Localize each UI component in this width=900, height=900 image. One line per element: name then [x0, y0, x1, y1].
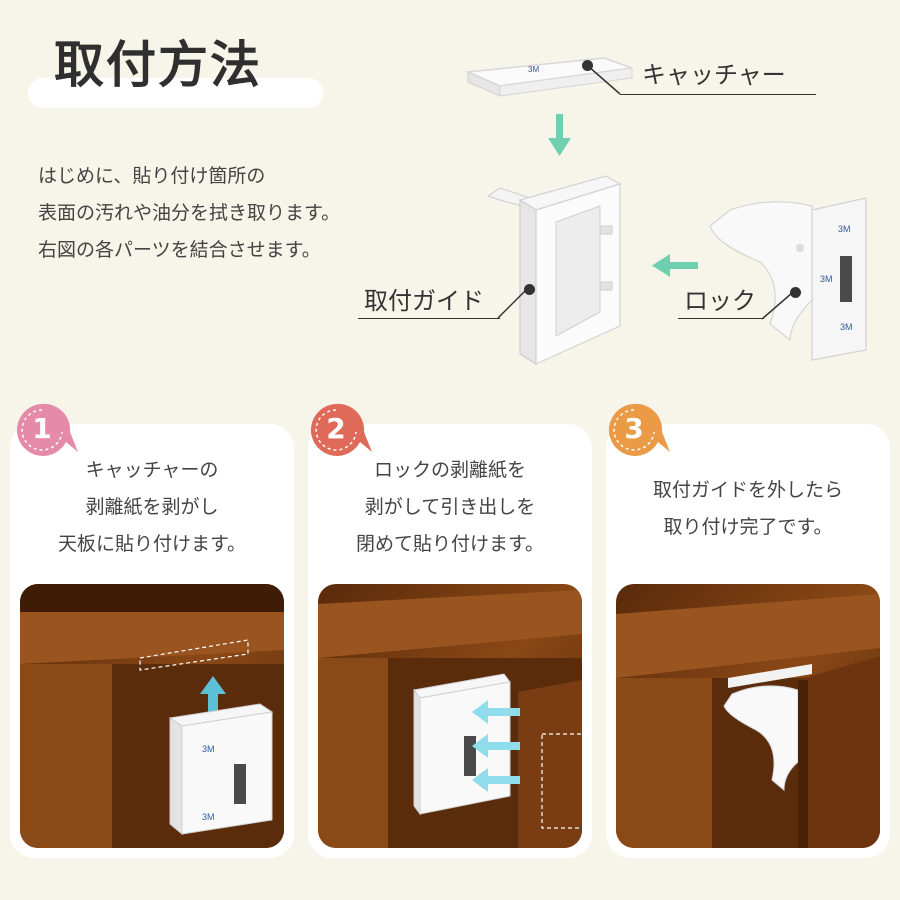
step-card-1: キャッチャーの 剥離紙を剥がし 天板に貼り付けます。 3M 3M — [10, 424, 294, 858]
intro-line: 右図の各パーツを結合させます。 — [38, 239, 321, 261]
step-1-line: 剥離紙を剥がし — [85, 496, 219, 518]
tape-3m-mark: 3M — [528, 65, 539, 74]
intro-text: はじめに、貼り付け箇所の 表面の汚れや油分を拭き取ります。 右図の各パーツを結合… — [38, 158, 340, 269]
guide-leader-dot — [524, 284, 535, 295]
step-3-photo — [616, 584, 880, 848]
lock-part: 3M 3M 3M — [709, 197, 867, 361]
intro-line: 表面の汚れや油分を拭き取ります。 — [38, 202, 341, 224]
lock-leader-dot — [790, 287, 801, 298]
catcher-leader-line — [620, 94, 816, 95]
step-1-photo: 3M 3M — [20, 584, 284, 848]
step-3-line: 取付ガイドを外したら — [652, 479, 843, 501]
guide-label: 取付ガイド — [364, 287, 484, 315]
lock-label: ロック — [684, 287, 756, 315]
step-badge-3: 3 — [604, 402, 674, 458]
page-title: 取付方法 — [54, 36, 262, 94]
step-card-3: 取付ガイドを外したら 取り付け完了です。 — [606, 424, 890, 858]
catcher-leader-dot — [582, 60, 593, 71]
lock-leader-elbow — [761, 292, 793, 320]
step-number: 1 — [32, 412, 52, 445]
step-2-line: ロックの剥離紙を — [373, 459, 526, 481]
catcher-label: キャッチャー — [642, 61, 786, 89]
arrow-down-icon — [548, 114, 571, 156]
step-3-text: 取付ガイドを外したら 取り付け完了です。 — [606, 472, 890, 546]
step-2-text: ロックの剥離紙を 剥がして引き出しを 閉めて貼り付けます。 — [308, 452, 592, 563]
parts-diagram: 3M 3M 3M 3M — [465, 57, 867, 366]
tape-3m-mark: 3M — [838, 224, 851, 234]
step-badge-1: 1 — [12, 402, 82, 458]
step-number: 3 — [624, 412, 644, 445]
step-1-line: キャッチャーの — [85, 459, 219, 481]
tape-3m-mark: 3M — [202, 744, 215, 754]
mounting-guide-part — [486, 175, 622, 366]
step-2-line: 剥がして引き出しを — [364, 496, 536, 518]
step-2-photo — [318, 584, 582, 848]
guide-leader-line — [358, 318, 500, 319]
arrow-left-icon — [652, 254, 698, 277]
guide-leader-elbow — [497, 289, 527, 319]
step-card-2: ロックの剥離紙を 剥がして引き出しを 閉めて貼り付けます。 — [308, 424, 592, 858]
catcher-leader-elbow — [587, 65, 621, 95]
title-highlight — [28, 78, 323, 108]
step-number: 2 — [326, 412, 346, 445]
step-2-line: 閉めて貼り付けます。 — [355, 533, 545, 555]
step-1-line: 天板に貼り付けます。 — [57, 533, 247, 555]
step-1-text: キャッチャーの 剥離紙を剥がし 天板に貼り付けます。 — [10, 452, 294, 563]
step-badge-2: 2 — [306, 402, 376, 458]
tape-3m-mark: 3M — [840, 322, 853, 332]
tape-3m-mark: 3M — [820, 274, 833, 284]
intro-line: はじめに、貼り付け箇所の — [38, 165, 266, 187]
step-3-line: 取り付け完了です。 — [663, 516, 833, 538]
tape-3m-mark: 3M — [202, 812, 215, 822]
lock-leader-line — [678, 318, 764, 319]
